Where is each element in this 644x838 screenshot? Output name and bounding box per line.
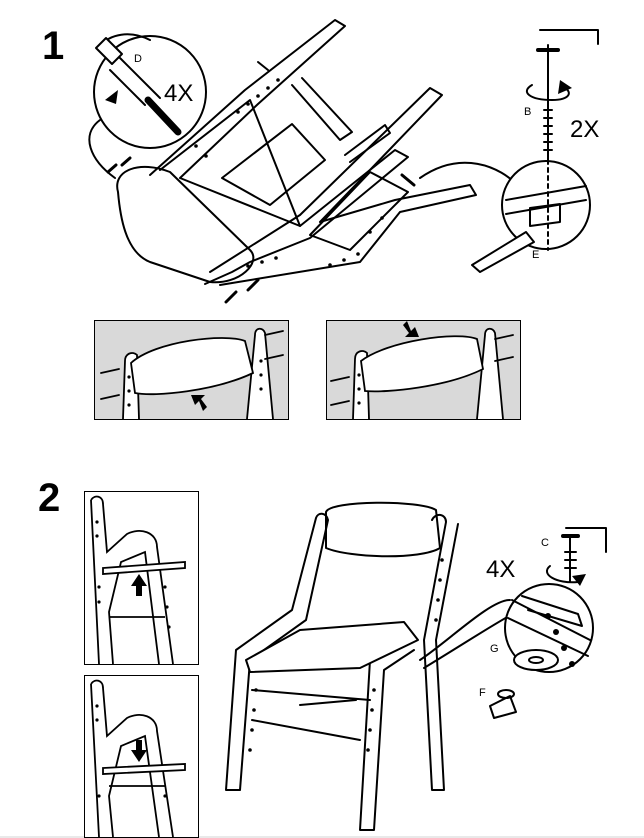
seat-height-panel-up bbox=[84, 491, 199, 665]
part-label-b: B bbox=[524, 106, 532, 118]
seat-up-drawing bbox=[90, 495, 186, 664]
step-1-screw-quantity: 4X bbox=[164, 80, 194, 107]
up-arrow-icon bbox=[131, 574, 147, 596]
part-label-c: C bbox=[541, 537, 549, 549]
backrest-left-drawing bbox=[100, 327, 284, 419]
part-label-e: E bbox=[532, 249, 540, 261]
down-arrow-icon bbox=[131, 740, 147, 762]
backrest-detail-panel-left bbox=[94, 320, 289, 420]
part-label-f: F bbox=[479, 687, 486, 699]
step-2-bolt-quantity: 4X bbox=[486, 556, 516, 583]
seat-down-drawing bbox=[90, 679, 186, 837]
push-arrow-icon bbox=[403, 321, 419, 337]
seat-height-panel-down bbox=[84, 675, 199, 838]
part-label-g: G bbox=[490, 643, 499, 655]
step-1-number: 1 bbox=[42, 24, 65, 68]
backrest-detail-panel-right bbox=[326, 320, 521, 420]
push-arrow-icon bbox=[191, 395, 207, 411]
part-label-d: D bbox=[134, 53, 142, 65]
step-1-bolt-quantity: 2X bbox=[570, 116, 600, 143]
backrest-right-drawing bbox=[330, 321, 514, 419]
step-2-number: 2 bbox=[38, 476, 61, 520]
